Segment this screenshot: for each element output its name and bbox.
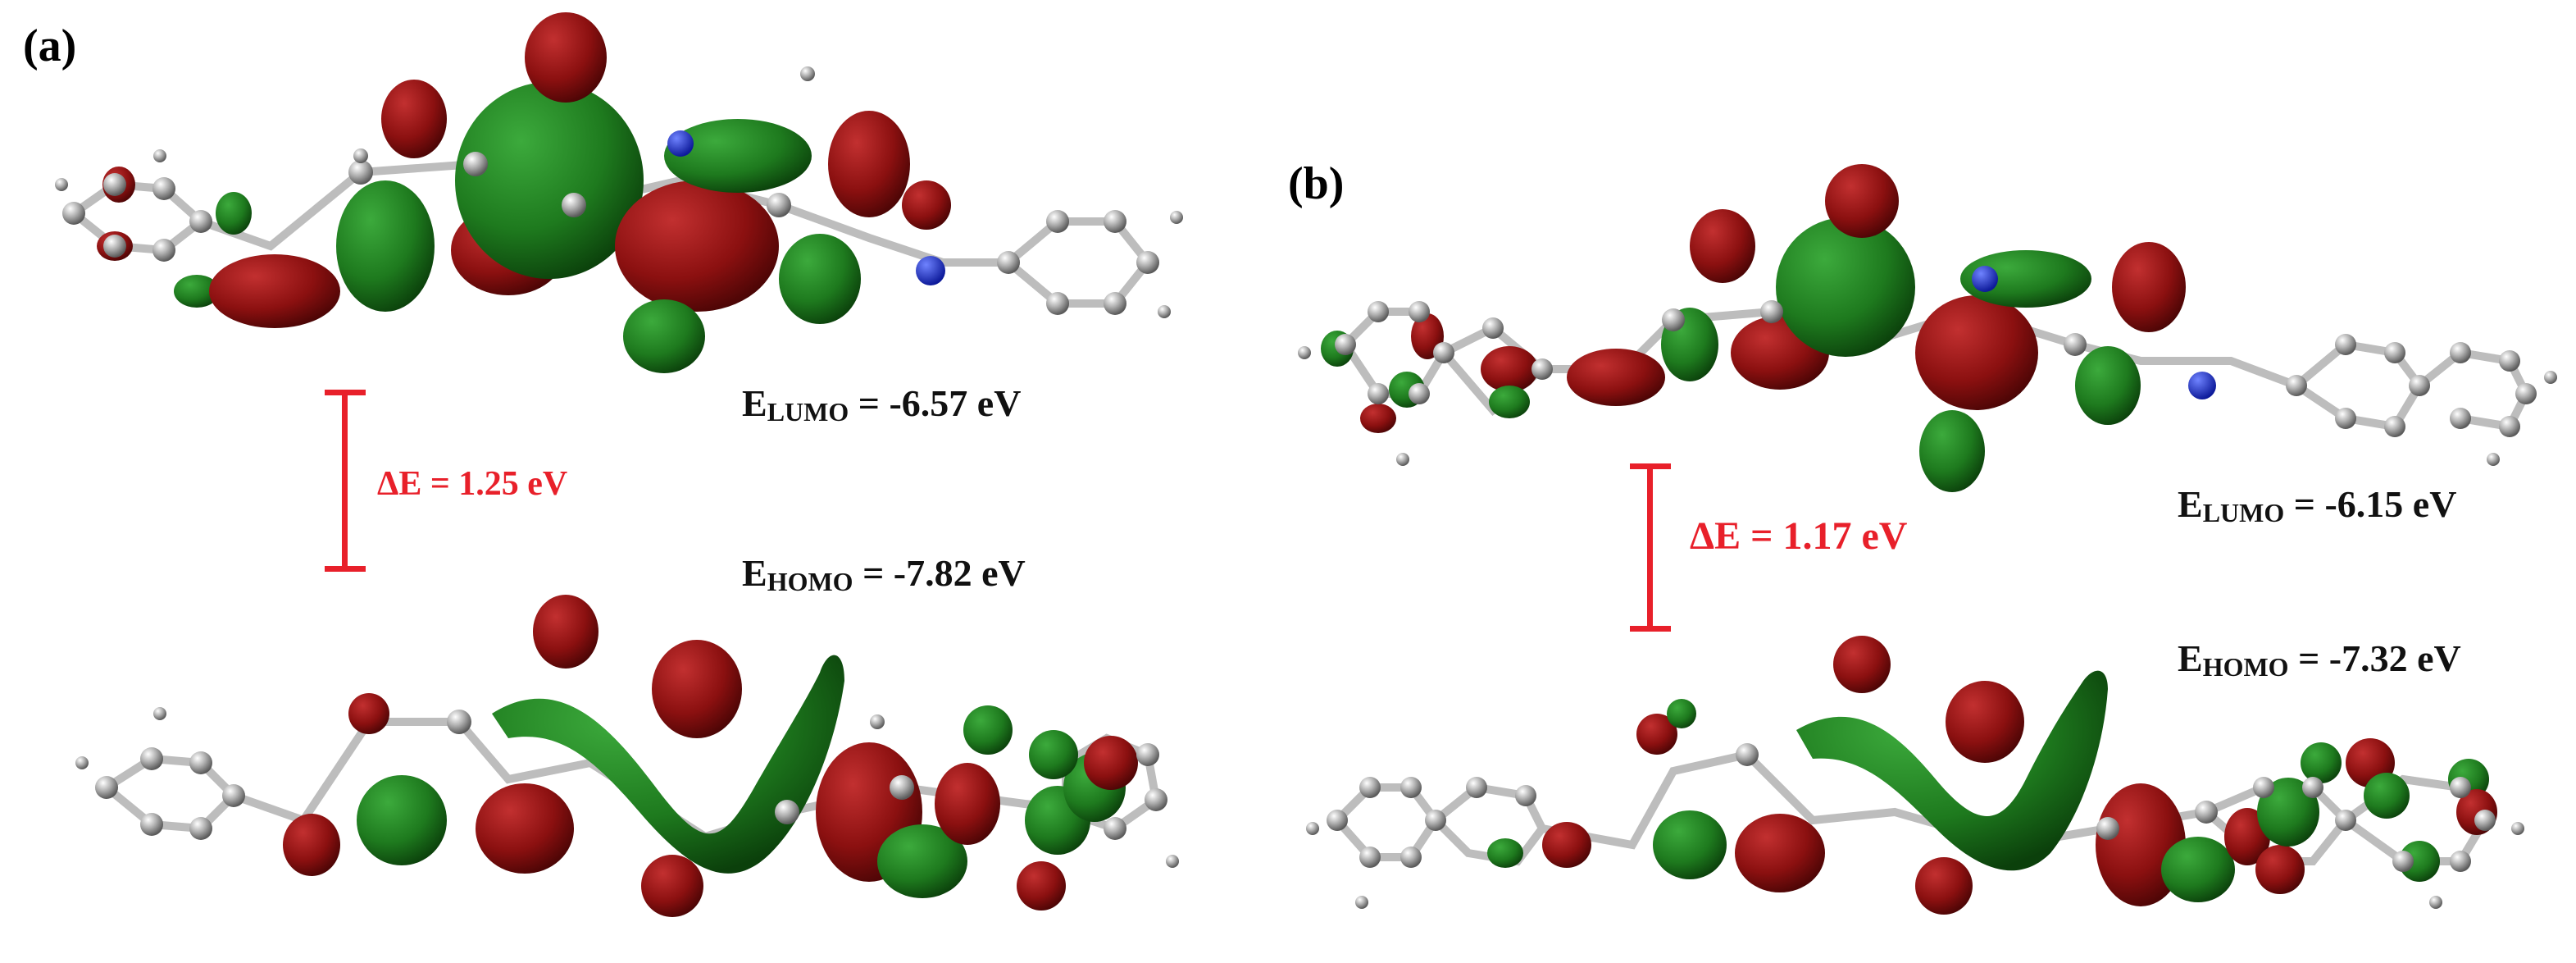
gap-bracket-b <box>1630 463 1671 632</box>
panel-a: (a) <box>23 12 1183 917</box>
energy-gap-b: ΔE = 1.17 eV <box>1690 514 1908 558</box>
lumo-energy-b: ELUMO = -6.15 eV <box>2178 483 2457 527</box>
homo-energy-a: EHOMO = -7.82 eV <box>742 552 1026 596</box>
lumo-orbital-b <box>1298 164 2557 915</box>
panel-label-a: (a) <box>23 21 77 71</box>
homo-energy-b: EHOMO = -7.32 eV <box>2178 637 2461 682</box>
energy-gap-a: ΔE = 1.25 eV <box>377 465 568 503</box>
panel-label-b: (b) <box>1288 158 1345 209</box>
lumo-orbital-a <box>55 12 1183 917</box>
gap-bracket-a <box>325 390 366 572</box>
panel-b: (b) <box>1288 0 2576 963</box>
lumo-energy-a: ELUMO = -6.57 eV <box>742 382 1022 427</box>
